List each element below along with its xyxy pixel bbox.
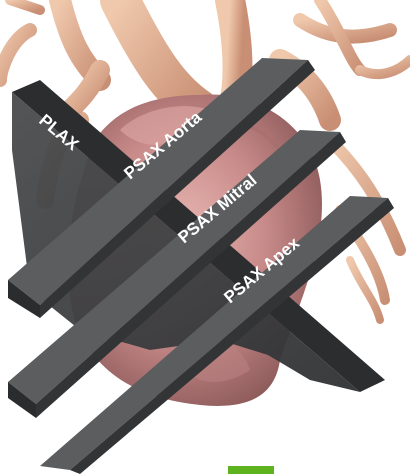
green-marker [228,466,274,474]
